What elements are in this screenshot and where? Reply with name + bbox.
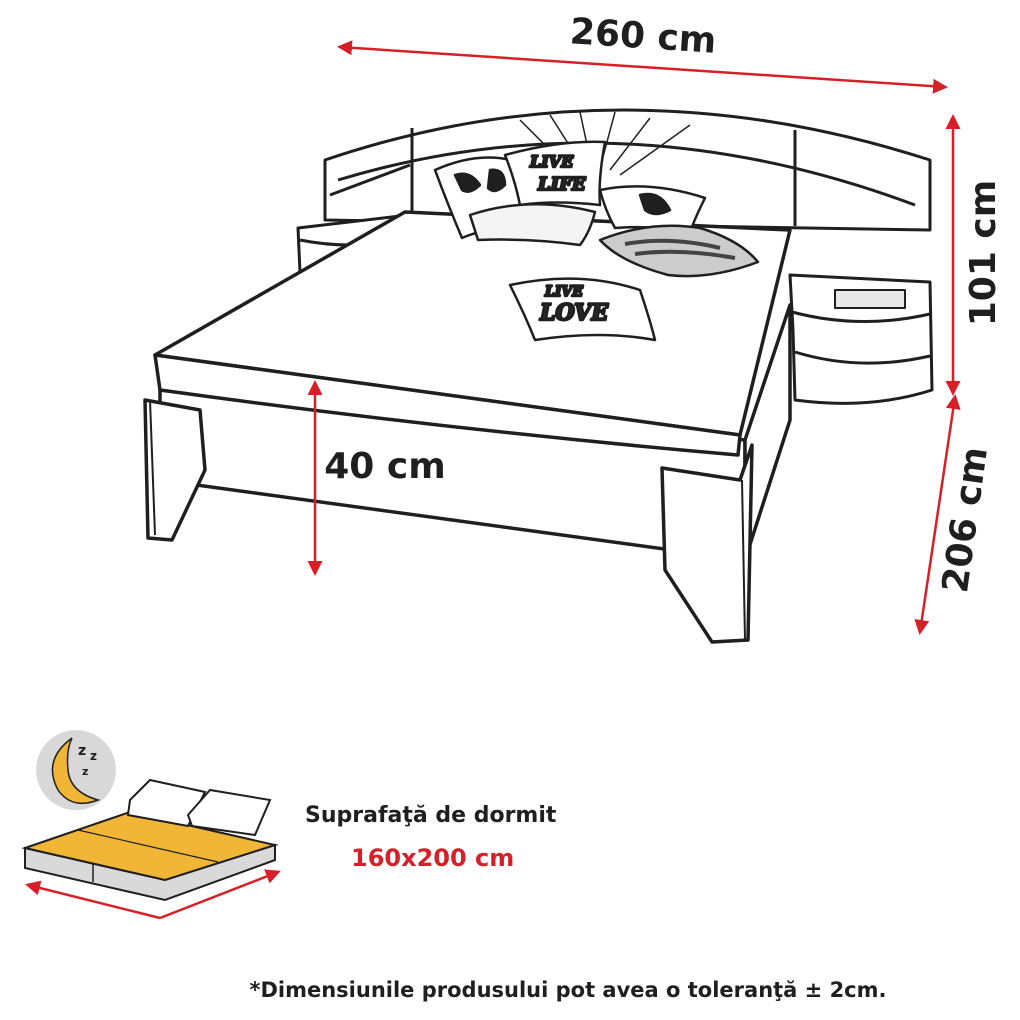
pillows: LIVE LIFE LIVE LOVE: [433, 140, 760, 342]
pillow-word-3: LOVE: [539, 300, 609, 326]
pillow-front: [468, 203, 597, 247]
sleep-z-icon: z: [78, 743, 86, 759]
sleeping-surface-label: Suprafaţă de dormit: [305, 803, 557, 828]
pillow-live-life: [503, 140, 607, 207]
nightstand-books: [834, 289, 906, 309]
height-label: 101 cm: [963, 180, 1004, 327]
pillow-word-live: LIVE: [544, 284, 583, 300]
mini-length-arrow: [159, 869, 281, 920]
pillow-word-1: LIVE: [529, 152, 574, 171]
sleep-surface-icon: z z z: [21, 730, 281, 920]
moon-bg-circle: [36, 730, 116, 810]
mini-pillow-2: [186, 788, 272, 837]
dimension-arrows: [307, 40, 961, 635]
tolerance-note: *Dimensiunile produsului pot avea o tole…: [249, 978, 886, 1002]
length-arrow: [914, 394, 961, 635]
pillow-word-2: LIFE: [537, 174, 586, 195]
sleeping-surface-size: 160x200 cm: [351, 844, 514, 872]
right-nightstand: [788, 273, 934, 405]
moon-icon: [51, 737, 101, 805]
bed-frame: [143, 210, 792, 644]
frame-height-label: 40 cm: [324, 446, 445, 487]
mini-width-arrow: [25, 880, 161, 920]
sleep-z-icon-2: z: [90, 749, 97, 763]
width-arrow: [337, 40, 948, 94]
width-label: 260 cm: [569, 11, 718, 62]
pillow-live-love: [508, 277, 657, 342]
sleep-z-icon-3: z: [82, 765, 88, 778]
